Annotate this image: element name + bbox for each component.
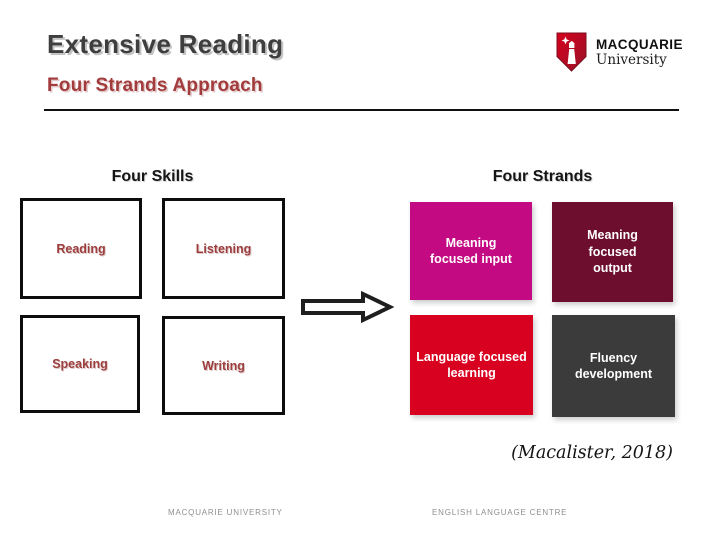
footer-language-centre: ENGLISH LANGUAGE CENTRE <box>432 508 568 517</box>
strand-label-line: Language focused <box>416 349 527 364</box>
strand-label-line: output <box>593 261 632 276</box>
strand-box-meaning-focused-output: Meaning focused output <box>552 202 673 302</box>
skills-column-heading: Four Skills <box>111 168 194 185</box>
footer-university: MACQUARIE UNIVERSITY <box>168 508 283 517</box>
right-arrow-icon <box>300 290 395 324</box>
skill-box-listening: Listening <box>162 198 285 299</box>
macquarie-shield-icon <box>556 32 587 77</box>
strand-label-line: learning <box>447 366 496 380</box>
skill-label: Listening <box>195 241 252 256</box>
strands-column-heading: Four Strands <box>492 168 593 185</box>
strand-box-meaning-focused-input: Meaning focused input <box>410 202 532 300</box>
strand-label-line: Fluency <box>589 350 638 365</box>
strand-label-line: development <box>574 367 653 381</box>
skill-label: Speaking <box>52 357 108 371</box>
title-divider <box>44 109 679 111</box>
skill-label: Writing <box>202 358 245 373</box>
skill-box-writing: Writing <box>162 316 285 415</box>
skill-box-speaking: Speaking <box>20 315 140 413</box>
strand-label-line: focused <box>588 244 637 259</box>
logo-org-name: MACQUARIE <box>596 37 683 52</box>
skill-label: Reading <box>56 241 106 256</box>
strand-label-line: focused input <box>430 252 512 266</box>
strand-label-line: Meaning <box>587 228 638 243</box>
strand-label-line: Meaning <box>445 235 497 250</box>
logo-org-subname: University <box>596 52 667 69</box>
macquarie-logo: MACQUARIE University <box>556 32 683 77</box>
page-title: Extensive Reading <box>47 29 284 59</box>
skill-box-reading: Reading <box>20 198 142 299</box>
page-subtitle: Four Strands Approach <box>47 75 263 96</box>
strand-box-language-focused-learning: Language focused learning <box>410 315 533 415</box>
strand-box-fluency-development: Fluency development <box>552 315 675 417</box>
citation: (Macalister, 2018) <box>511 443 673 463</box>
